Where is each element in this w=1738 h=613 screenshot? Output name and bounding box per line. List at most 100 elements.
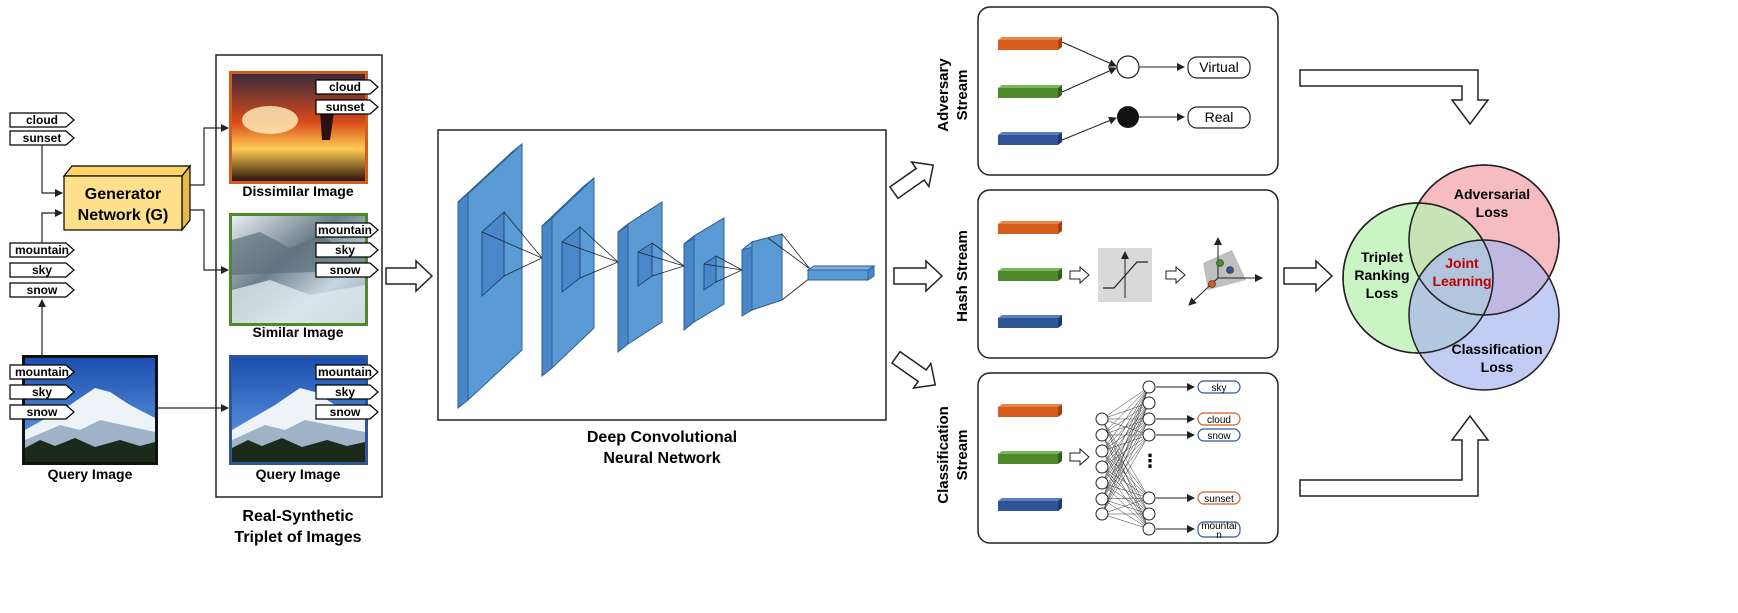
classifier-edge	[1101, 434, 1150, 530]
dissimilar-caption: Dissimilar Image	[242, 183, 353, 199]
tag-label: sunset	[23, 131, 62, 145]
hollow-arrow-cnn-to-adversary	[888, 160, 935, 200]
tag-sky-similar: sky	[315, 242, 379, 258]
classification-loss-label-line1: Classification	[1451, 341, 1542, 357]
feature-bar-green	[998, 85, 1062, 98]
feature-bar-orange	[998, 37, 1062, 50]
tag-cloud-dissimilar: cloud	[315, 79, 379, 95]
conv-layer-2	[541, 176, 619, 378]
feature-bar-orange	[998, 221, 1062, 234]
classifier-output-nodes	[1142, 380, 1156, 536]
feature-bar-orange	[998, 404, 1062, 417]
tag-sunset-input: sunset	[9, 130, 75, 146]
arrow-generator-to-dissimilar	[190, 124, 229, 186]
dissimilar-tags: cloud sunset	[315, 79, 379, 115]
output-node	[1142, 522, 1156, 536]
generator-label-line2: Network (G)	[78, 207, 169, 224]
arrow-mid-tags-to-generator	[41, 209, 63, 243]
query-caption-triplet: Query Image	[256, 466, 341, 482]
generator-network: Generator Network (G)	[62, 164, 192, 232]
feature-bar-blue	[998, 498, 1062, 511]
hollow-arrow-adversary-to-venn	[1299, 69, 1490, 126]
edge-blue-to-real-node	[1061, 116, 1117, 141]
adversary-features	[998, 37, 1062, 145]
real-output: Real	[1187, 106, 1251, 129]
query-image-caption-left: Query Image	[48, 466, 133, 482]
classifier-ellipsis: ⋮	[1141, 451, 1159, 472]
virtual-output-label: Virtual	[1199, 59, 1238, 75]
classifier-edge	[1101, 418, 1150, 515]
classifier-edge	[1101, 466, 1150, 530]
class-label-text: snow	[1207, 431, 1231, 442]
tag-label: sky	[335, 385, 355, 399]
hollow-arrow-to-hash-space	[1165, 265, 1186, 285]
tag-snow-query: snow	[9, 404, 75, 420]
input-node	[1095, 444, 1109, 458]
tag-label: sky	[32, 263, 52, 277]
arrow-tags-to-generator	[41, 145, 63, 197]
similar-caption: Similar Image	[252, 324, 343, 340]
virtual-node	[1116, 55, 1140, 79]
feature-bar-green	[998, 451, 1062, 464]
tag-snow-triplet: snow	[315, 404, 379, 420]
feature-bar-blue	[998, 132, 1062, 145]
hash-stream-label: Hash Stream	[954, 230, 971, 322]
triplet-caption-line2: Triplet of Images	[234, 529, 361, 546]
classifier-edge	[1101, 434, 1150, 515]
feature-bar-blue	[998, 315, 1062, 328]
adversary-stream-label-line1: Adversary	[935, 58, 952, 132]
class-label-cloud: cloud	[1156, 412, 1241, 426]
tag-mountain-triplet: mountain	[315, 364, 379, 380]
input-tags-top: cloud sunset	[9, 112, 75, 146]
output-node	[1142, 412, 1156, 426]
tag-label: mountain	[318, 223, 372, 237]
tag-label: mountain	[15, 243, 69, 257]
classifier-edge	[1101, 386, 1150, 452]
output-node	[1142, 380, 1156, 394]
triplet-loss-label-line1: Triplet	[1361, 249, 1403, 265]
cnn-caption-line2: Neural Network	[603, 450, 720, 467]
hollow-arrow-cnn-to-hash	[893, 259, 944, 293]
fc-layer	[806, 265, 876, 281]
conv-layer-4	[683, 217, 743, 332]
classifier-input-nodes	[1095, 412, 1109, 521]
query-tags-left: mountain sky snow	[9, 364, 75, 420]
classification-features	[998, 404, 1062, 511]
class-label-text: sky	[1212, 383, 1227, 394]
tag-label: cloud	[329, 80, 361, 94]
tag-label: sunset	[326, 100, 365, 114]
classifier-edge	[1101, 497, 1150, 500]
adversarial-loss-label-line2: Loss	[1476, 204, 1509, 220]
classifier-edge	[1101, 386, 1150, 500]
edge-green-to-virtual-node	[1061, 67, 1117, 93]
tag-label: sky	[335, 243, 355, 257]
tag-snow-similar: snow	[315, 262, 379, 278]
classifier-edge	[1101, 386, 1150, 436]
arrow-generator-to-similar	[190, 209, 229, 274]
tag-sky-triplet: sky	[315, 384, 379, 400]
classification-stream-label-line2: Stream	[954, 430, 971, 481]
class-label-text: cloud	[1207, 415, 1231, 426]
hollow-arrow-to-activation	[1069, 265, 1090, 285]
output-node	[1142, 396, 1156, 410]
input-node	[1095, 428, 1109, 442]
real-output-label: Real	[1205, 109, 1234, 125]
tag-label: snow	[27, 405, 58, 419]
activation-function	[1098, 248, 1152, 302]
conv-layer-3	[617, 201, 685, 354]
input-node	[1095, 460, 1109, 474]
output-node	[1142, 491, 1156, 505]
adversarial-loss-label-line1: Adversarial	[1454, 186, 1530, 202]
hash-features	[998, 221, 1062, 328]
classifier-edge	[1101, 497, 1150, 515]
tag-mountain-similar: mountain	[315, 222, 379, 238]
classifier-edge	[1101, 450, 1150, 530]
tag-sky-input: sky	[9, 262, 75, 278]
triplet-panel	[215, 54, 383, 498]
hollow-arrow-hash-to-venn	[1283, 259, 1334, 293]
query-tags-triplet: mountain sky snow	[315, 364, 379, 420]
loss-venn: Adversarial Loss Triplet Ranking Loss Cl…	[1342, 164, 1560, 391]
